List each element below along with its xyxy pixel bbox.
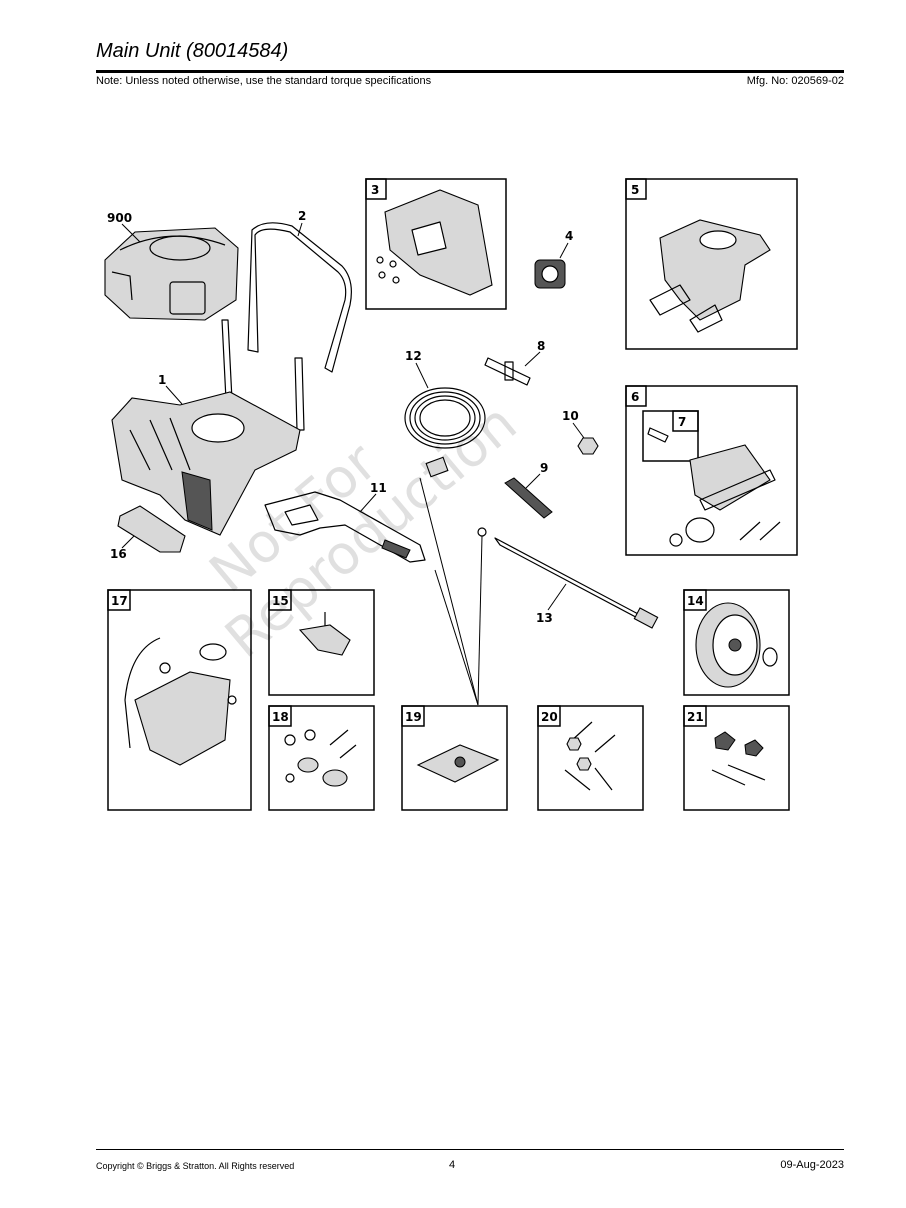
mfg-number: Mfg. No: 020569-02	[746, 75, 844, 87]
callout-6: 6	[631, 390, 639, 404]
plate-illustration	[416, 744, 500, 783]
callout-17: 17	[111, 594, 128, 608]
callout-3: 3	[371, 183, 379, 197]
kit-box-19	[401, 705, 508, 811]
shaft-pin-illustration	[484, 357, 531, 386]
nut-illustration	[577, 437, 599, 455]
wheel-illustration	[695, 602, 778, 688]
bracket-illustration	[117, 505, 186, 553]
callout-10: 10	[562, 409, 579, 423]
hose-coil-illustration	[404, 387, 486, 478]
manifold-illustration	[647, 427, 781, 547]
kit-box-15-tab	[268, 589, 292, 611]
callout-7: 7	[678, 415, 686, 429]
strap-illustration	[504, 477, 553, 519]
base-frame-illustration	[111, 391, 301, 536]
copyright-text: Copyright © Briggs & Stratton. All Right…	[96, 1161, 295, 1171]
bolt-set-illustration	[564, 721, 616, 791]
callout-15: 15	[272, 594, 289, 608]
footer-rule	[96, 1149, 844, 1150]
pump-illustration	[649, 219, 771, 333]
callout-18: 18	[272, 710, 289, 724]
callout-900: 900	[107, 211, 132, 225]
kit-box-14	[683, 589, 790, 696]
page-number: 4	[449, 1159, 456, 1171]
kit-box-17-tab	[107, 589, 131, 611]
callout-2: 2	[298, 209, 306, 223]
spray-gun-illustration	[264, 491, 426, 563]
engine-illustration	[104, 227, 239, 321]
torque-note: Note: Unless noted otherwise, use the st…	[96, 75, 432, 87]
kit-box-6-tab	[625, 385, 647, 407]
callout-21: 21	[687, 710, 704, 724]
nozzle-adapter-illustration	[534, 259, 566, 289]
kit-box-5	[625, 178, 798, 350]
callout-20: 20	[541, 710, 558, 724]
kit-box-14-tab	[683, 589, 707, 611]
kit-box-15	[268, 589, 375, 696]
fuel-tank-illustration	[124, 637, 237, 766]
callout-9: 9	[540, 461, 548, 475]
kit-box-7	[642, 410, 699, 462]
kit-box-18-tab	[268, 705, 292, 727]
kit-box-17	[107, 589, 252, 811]
header-rule	[96, 70, 844, 73]
callout-8: 8	[537, 339, 545, 353]
kit-box-6	[625, 385, 798, 556]
callout-11: 11	[370, 481, 387, 495]
footer-date: 09-Aug-2023	[780, 1159, 844, 1171]
kit-box-3-tab	[365, 178, 387, 200]
callout-13: 13	[536, 611, 553, 625]
feet-hardware-illustration	[284, 729, 357, 787]
cover-illustration	[298, 612, 351, 656]
callout-5: 5	[631, 183, 639, 197]
kit-box-3	[365, 178, 507, 310]
kit-box-21	[683, 705, 790, 811]
kit-box-5-tab	[625, 178, 647, 200]
callout-1: 1	[158, 373, 166, 387]
kit-box-20	[537, 705, 644, 811]
callout-12: 12	[405, 349, 422, 363]
kit-box-20-tab	[537, 705, 561, 727]
panel-illustration	[376, 189, 493, 296]
callout-14: 14	[687, 594, 704, 608]
page-title: Main Unit (80014584)	[96, 40, 289, 62]
callout-19: 19	[405, 710, 422, 724]
spray-wand-illustration	[477, 527, 659, 629]
callout-16: 16	[110, 547, 127, 561]
callout-4: 4	[565, 229, 573, 243]
kit-box-21-tab	[683, 705, 707, 727]
kit-box-19-tab	[401, 705, 425, 727]
kit-box-7-tab	[672, 410, 699, 432]
kit-box-18	[268, 705, 375, 811]
knob-bolt-illustration	[711, 731, 766, 786]
